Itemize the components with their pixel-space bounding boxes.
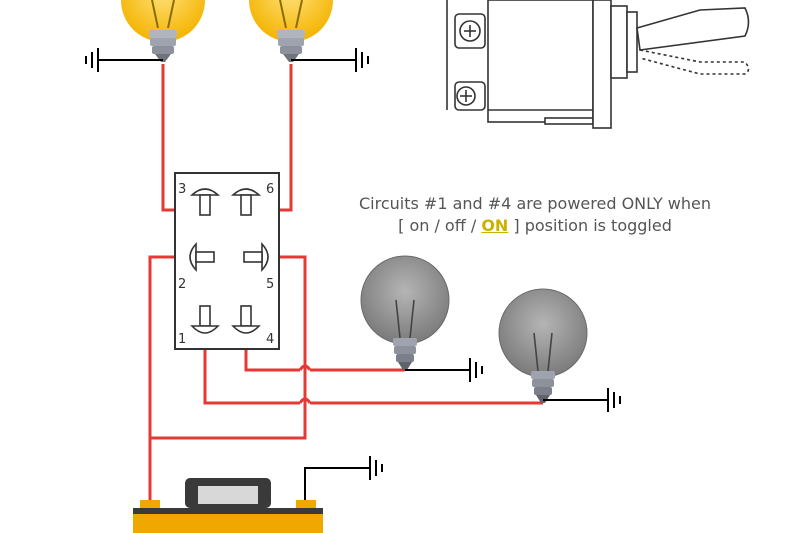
caption-highlight-on: ON: [481, 216, 509, 235]
switch-terminal: [230, 188, 262, 216]
switch-terminal: [189, 188, 221, 216]
ground-icon: [543, 388, 621, 412]
pin-label: 3: [178, 182, 186, 197]
ground-icon: [291, 48, 369, 72]
switch-terminal: [190, 305, 220, 334]
lit-bulb-icon: [249, 0, 333, 62]
pin-label: 4: [266, 332, 274, 347]
battery-icon: [133, 478, 323, 533]
ground-icon: [85, 48, 163, 72]
ground-icon: [405, 358, 483, 382]
switch-terminal: [231, 305, 261, 334]
ground-icon: [304, 456, 383, 500]
caption-line-2: [ on / off / ON ] position is toggled: [300, 216, 770, 235]
pin-label: 1: [178, 332, 186, 347]
caption-bracket-open: [ on / off /: [398, 216, 482, 235]
caption-bracket-close: ] position is toggled: [508, 216, 672, 235]
toggle-switch-icon: [446, 0, 750, 129]
unlit-bulb-icon: [498, 288, 588, 403]
pin-label: 5: [266, 277, 274, 292]
switch-terminal: [243, 241, 269, 273]
pin-label: 2: [178, 277, 186, 292]
unlit-bulb-icon: [360, 255, 450, 370]
switch-terminal: [189, 241, 215, 273]
caption-line-1: Circuits #1 and #4 are powered ONLY when: [358, 194, 712, 213]
pin-label: 6: [266, 182, 274, 197]
switch-terminal-block: 3 6 2 5 1 4: [174, 172, 280, 350]
lit-bulb-icon: [121, 0, 205, 62]
